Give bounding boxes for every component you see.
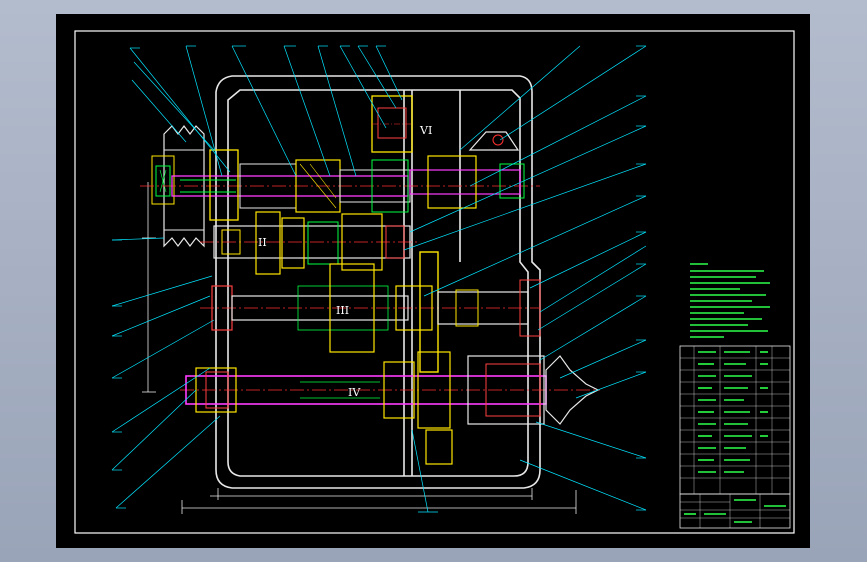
shaft-label-iii: III bbox=[336, 304, 349, 317]
gearbox-housing bbox=[215, 75, 541, 489]
v-belt-pulley bbox=[151, 125, 205, 248]
shaft-ii: II bbox=[200, 211, 420, 275]
technical-notes bbox=[690, 263, 770, 338]
shaft-iv-spindle: IV bbox=[180, 351, 600, 429]
shaft-label-vi: VI bbox=[419, 124, 432, 137]
leader-lines bbox=[111, 45, 647, 513]
title-block bbox=[679, 493, 791, 529]
shaft-iii: III bbox=[200, 251, 541, 373]
gear-vi: VI bbox=[371, 95, 432, 153]
sheet-background bbox=[56, 14, 810, 548]
lower-gear bbox=[425, 429, 453, 465]
dimension-lines bbox=[142, 182, 577, 514]
shaft-label-iv: IV bbox=[348, 386, 361, 399]
shaft-label-ii: II bbox=[258, 236, 267, 249]
drawing-border bbox=[74, 30, 795, 534]
